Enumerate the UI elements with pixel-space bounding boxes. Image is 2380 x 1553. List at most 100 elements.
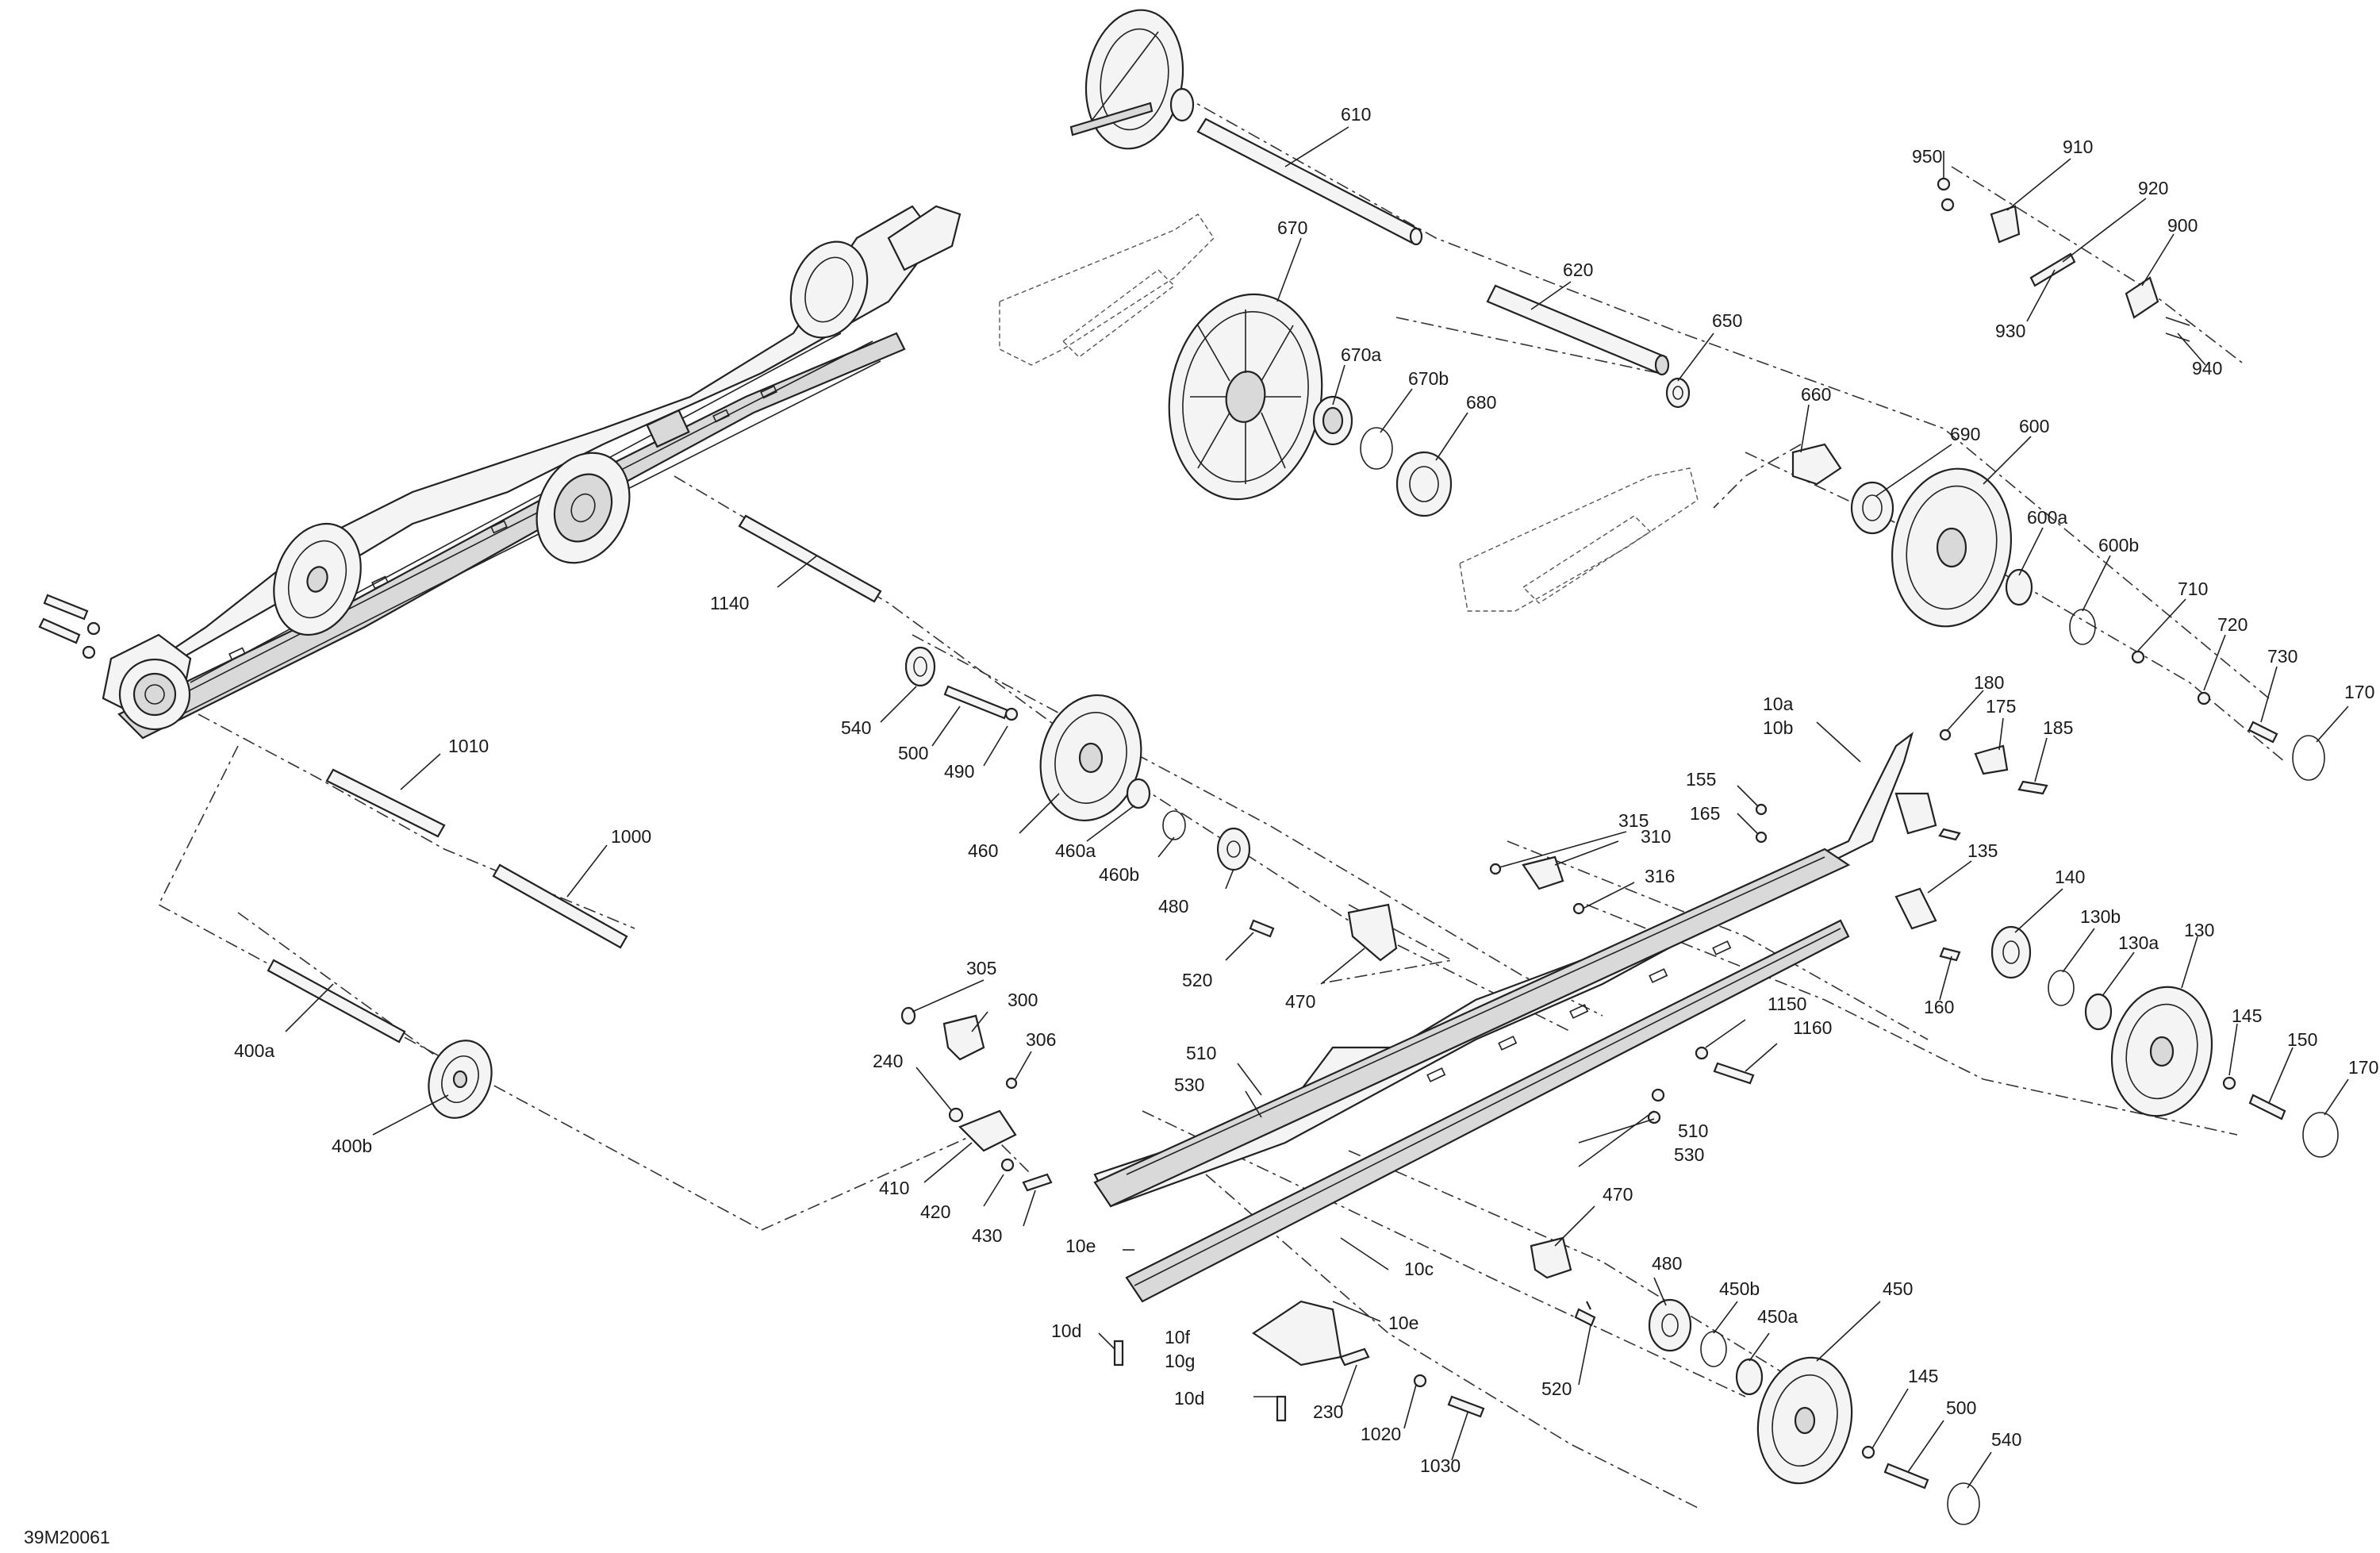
wheel-group-450 — [1413, 1236, 1980, 1525]
callout-530-right: 530 — [1674, 1144, 1704, 1165]
callout-300: 300 — [1008, 990, 1038, 1010]
callout-180: 180 — [1974, 672, 2004, 693]
callout-920: 920 — [2138, 178, 2168, 198]
callout-680: 680 — [1466, 392, 1496, 413]
assembly-lines — [157, 94, 2286, 1509]
callout-150: 150 — [2287, 1029, 2317, 1050]
callout-310: 310 — [1641, 826, 1671, 847]
callout-450b: 450b — [1719, 1278, 1760, 1299]
callout-306: 306 — [1026, 1029, 1056, 1050]
callout-670b: 670b — [1408, 368, 1449, 389]
callout-10f: 10f — [1165, 1327, 1191, 1347]
callout-175: 175 — [1986, 696, 2016, 717]
callout-460b: 460b — [1099, 864, 1139, 885]
callout-430: 430 — [972, 1225, 1002, 1246]
callout-510-left: 510 — [1186, 1043, 1216, 1063]
callout-480-lower: 480 — [1652, 1253, 1682, 1274]
callout-1010: 1010 — [448, 736, 489, 756]
callout-10b: 10b — [1763, 717, 1793, 738]
callout-950: 950 — [1912, 146, 1942, 167]
callout-1020: 1020 — [1361, 1424, 1401, 1444]
callout-450: 450 — [1883, 1278, 1913, 1299]
figure-code: 39M20061 — [24, 1527, 110, 1547]
wheel-group-130 — [1489, 728, 2339, 1158]
callout-660: 660 — [1801, 384, 1831, 405]
callout-10e-upper: 10e — [1065, 1236, 1096, 1256]
callout-410: 410 — [879, 1178, 909, 1198]
callout-130a: 130a — [2118, 932, 2159, 953]
callout-730: 730 — [2267, 646, 2297, 667]
callout-480-upper: 480 — [1158, 896, 1188, 917]
callout-labels: 610 620 650 670 670a 670b 680 660 690 60… — [24, 104, 2378, 1547]
callout-10e-lower: 10e — [1388, 1313, 1418, 1333]
callout-185: 185 — [2043, 717, 2073, 738]
callout-10a: 10a — [1763, 694, 1794, 714]
callout-240: 240 — [873, 1051, 903, 1071]
callout-10d-lower: 10d — [1174, 1388, 1204, 1409]
callout-600a: 600a — [2027, 507, 2067, 528]
callout-490: 490 — [944, 761, 974, 782]
left-rail-assembly — [38, 205, 962, 740]
callout-520-upper: 520 — [1182, 970, 1212, 990]
callout-165: 165 — [1690, 803, 1720, 824]
callout-1150: 1150 — [1768, 994, 1806, 1014]
callout-10d-upper: 10d — [1051, 1320, 1081, 1341]
callout-670a: 670a — [1341, 344, 1381, 365]
callout-530-left: 530 — [1174, 1074, 1204, 1095]
callout-1140: 1140 — [710, 593, 749, 613]
right-rail-assembly — [1093, 732, 1914, 1422]
callout-130: 130 — [2184, 920, 2214, 940]
callout-135: 135 — [1967, 840, 1998, 861]
callout-470-lower: 470 — [1603, 1184, 1633, 1205]
callout-160: 160 — [1924, 997, 1954, 1017]
callout-940: 940 — [2192, 358, 2222, 379]
callout-500-lower: 500 — [1946, 1397, 1976, 1418]
callout-155: 155 — [1686, 769, 1716, 790]
callout-1160: 1160 — [1793, 1017, 1832, 1038]
callout-600: 600 — [2019, 416, 2049, 436]
callout-145-right: 145 — [2232, 1005, 2262, 1026]
callout-500-upper: 500 — [898, 743, 928, 763]
callout-10c: 10c — [1404, 1259, 1434, 1279]
callout-316: 316 — [1645, 866, 1675, 886]
callout-450a: 450a — [1757, 1306, 1798, 1327]
callout-610: 610 — [1341, 104, 1371, 125]
left-bolts — [38, 594, 101, 659]
callout-130b: 130b — [2080, 906, 2121, 927]
callout-400a: 400a — [234, 1040, 274, 1061]
wheel-group-460 — [904, 646, 1398, 962]
callout-145-lower: 145 — [1908, 1366, 1938, 1386]
callout-510-right: 510 — [1678, 1121, 1708, 1141]
callout-420: 420 — [920, 1201, 950, 1222]
callout-10g: 10g — [1165, 1351, 1195, 1371]
callout-670: 670 — [1277, 217, 1307, 238]
ghost-brackets — [999, 213, 1699, 612]
leader-lines — [285, 126, 2349, 1489]
callout-540-upper: 540 — [841, 717, 871, 738]
callout-930: 930 — [1995, 321, 2025, 341]
hardware-group-900 — [1937, 177, 2190, 342]
callout-690: 690 — [1950, 424, 1980, 444]
callout-230: 230 — [1313, 1401, 1343, 1422]
callout-1030: 1030 — [1420, 1455, 1461, 1476]
callout-620: 620 — [1563, 259, 1593, 280]
callout-910: 910 — [2063, 136, 2093, 157]
bracket-group-300 — [900, 1006, 1053, 1192]
callout-460a: 460a — [1055, 840, 1096, 861]
callout-315: 315 — [1618, 810, 1649, 831]
callout-600b: 600b — [2098, 535, 2139, 555]
upper-wheel-shaft-group — [1069, 9, 1691, 517]
callout-1000: 1000 — [611, 826, 651, 847]
callout-470-upper: 470 — [1285, 991, 1315, 1012]
callout-170a: 170 — [2344, 682, 2374, 702]
callout-170b: 170 — [2348, 1057, 2378, 1078]
callout-305: 305 — [966, 958, 996, 978]
wheel-group-600 — [1791, 443, 2325, 781]
callout-900: 900 — [2167, 215, 2198, 236]
callout-650: 650 — [1712, 310, 1742, 331]
callout-520-lower: 520 — [1541, 1378, 1572, 1399]
callout-540-lower: 540 — [1991, 1429, 2021, 1450]
callout-710: 710 — [2178, 579, 2208, 599]
callout-720: 720 — [2217, 614, 2248, 635]
